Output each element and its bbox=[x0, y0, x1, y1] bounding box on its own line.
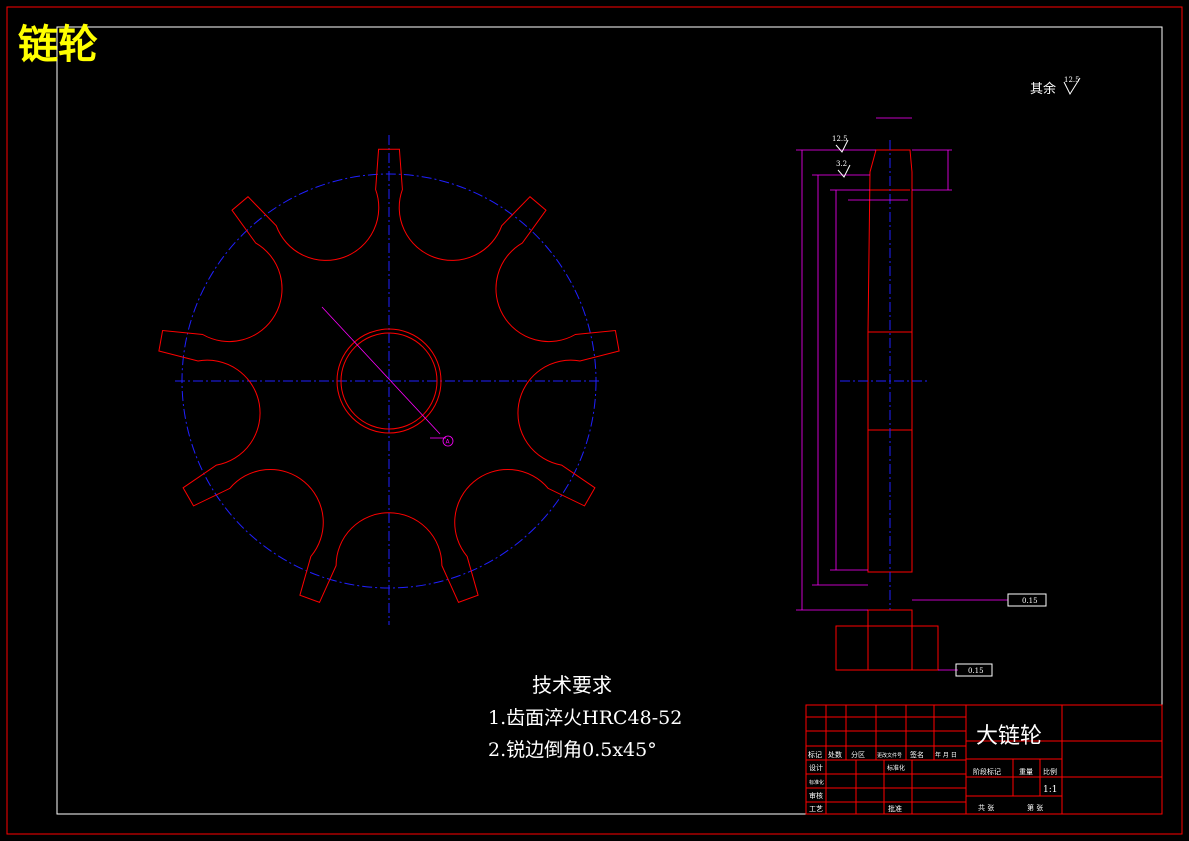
part-name: 大链轮 bbox=[976, 724, 1042, 749]
tech-item-2: 2.锐边倒角0.5x45° bbox=[488, 739, 657, 761]
roughness-icon-1 bbox=[835, 139, 849, 153]
sprocket-side-view: 12.5 3.2 0.15 0.15 bbox=[796, 117, 1047, 677]
title-block: 大链轮 标记 处数 分区 更改文件号 签名 年 月 日 设计 标准化 审核 工艺… bbox=[805, 704, 1163, 815]
roughness-value-2: 3.2 bbox=[836, 160, 847, 168]
tb-head-date: 年 月 日 bbox=[935, 751, 957, 759]
datum-circle bbox=[442, 435, 454, 447]
tb-head-zone: 分区 bbox=[851, 750, 865, 759]
tolerance-frame-2 bbox=[955, 663, 993, 677]
roughness-symbol-icon bbox=[1063, 77, 1081, 96]
tb-row-std: 标准化 bbox=[809, 779, 824, 786]
tb-standardize: 标准化 bbox=[887, 764, 905, 772]
surface-roughness-note: 其余 12.5 bbox=[1030, 76, 1081, 97]
tb-head-sign: 签名 bbox=[910, 750, 924, 759]
sprocket-front-view: A bbox=[158, 135, 620, 625]
tb-head-change: 更改文件号 bbox=[877, 752, 902, 759]
inner-frame bbox=[56, 26, 1163, 815]
side-outline bbox=[867, 149, 913, 573]
tb-approve: 批准 bbox=[888, 804, 902, 813]
pitch-circle bbox=[181, 173, 597, 589]
tb-weight: 重量 bbox=[1019, 768, 1033, 776]
tolerance-value-2: 0.15 bbox=[968, 667, 984, 675]
tb-sheet-no: 第 张 bbox=[1027, 803, 1043, 812]
outer-frame bbox=[6, 6, 1183, 835]
tech-requirements: 技术要求 1.齿面淬火HRC48-52 2.锐边倒角0.5x45° bbox=[488, 673, 682, 761]
tolerance-value-1: 0.15 bbox=[1022, 597, 1038, 605]
tb-scale-value: 1:1 bbox=[1043, 785, 1057, 795]
roughness-note-label: 其余 bbox=[1030, 81, 1056, 97]
drawing-title: 链轮 bbox=[18, 22, 98, 68]
roughness-value-1: 12.5 bbox=[832, 135, 848, 143]
tb-row-review: 审核 bbox=[809, 791, 823, 800]
tooth-profile bbox=[158, 148, 620, 604]
tech-heading: 技术要求 bbox=[532, 673, 612, 697]
bore-chamfer-circle bbox=[340, 332, 438, 430]
hub-detail bbox=[835, 625, 939, 671]
roughness-note-value: 12.5 bbox=[1064, 76, 1080, 84]
tb-stage: 阶段标记 bbox=[973, 767, 1001, 776]
roughness-icon-2 bbox=[837, 164, 851, 178]
tb-scale: 比例 bbox=[1043, 767, 1057, 776]
datum-label: A bbox=[446, 439, 451, 446]
bore-dimension-line bbox=[321, 306, 441, 435]
tb-head-mark: 标记 bbox=[808, 750, 822, 759]
tolerance-frame-1 bbox=[1007, 593, 1047, 607]
tb-total-sheets: 共 张 bbox=[978, 803, 994, 812]
tb-row-design: 设计 bbox=[809, 763, 823, 772]
hub-key bbox=[867, 609, 913, 671]
tb-head-count: 处数 bbox=[828, 750, 842, 759]
tb-row-craft: 工艺 bbox=[809, 805, 823, 813]
tech-item-1: 1.齿面淬火HRC48-52 bbox=[488, 707, 682, 729]
bore-circle bbox=[336, 328, 442, 434]
